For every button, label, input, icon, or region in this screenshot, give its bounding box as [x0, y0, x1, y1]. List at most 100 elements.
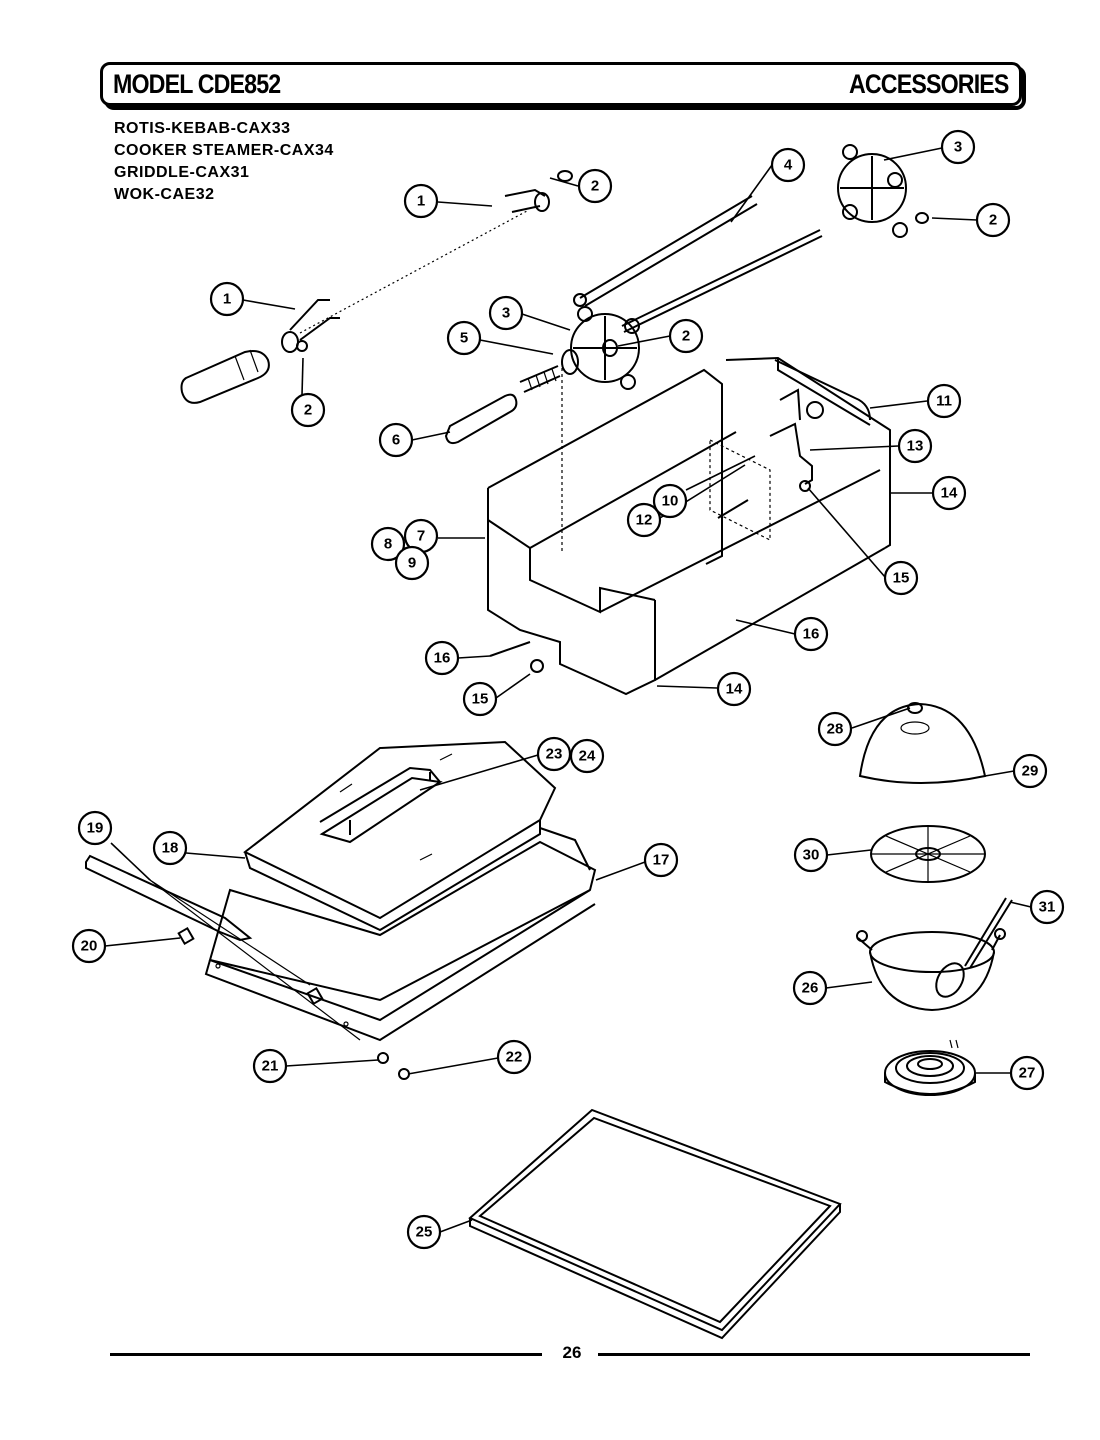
spit-fork-top [504, 170, 573, 213]
callout-13: 13 [897, 428, 933, 464]
callout-2d: 2 [668, 318, 704, 354]
svg-text:15: 15 [893, 570, 910, 587]
callout-22: 22 [496, 1039, 532, 1075]
wok-bowl [856, 928, 1006, 1012]
callout-1a: 1 [403, 183, 439, 219]
steamer-handle-19 [85, 854, 361, 1041]
callout-11: 11 [926, 383, 962, 419]
callout-14a: 14 [931, 475, 967, 511]
callout-1b: 1 [209, 281, 245, 317]
wok-lid [858, 702, 987, 784]
kebab-skewers [573, 195, 823, 333]
svg-text:27: 27 [1019, 1065, 1036, 1082]
svg-text:25: 25 [416, 1224, 433, 1241]
griddle-plate [468, 1108, 842, 1340]
product-griddle: GRIDDLE-CAX31 [114, 164, 250, 181]
callout-25: 25 [406, 1214, 442, 1250]
callout-23: 23 [536, 736, 572, 772]
callout-31: 31 [1029, 889, 1065, 925]
svg-text:12: 12 [636, 512, 653, 529]
svg-text:19: 19 [87, 820, 104, 837]
frame-bracket-13 [769, 388, 824, 492]
header-frame-shadow [104, 66, 1026, 110]
callout-5: 5 [446, 320, 482, 356]
callout-18: 18 [152, 830, 188, 866]
callout-12: 12 [626, 502, 662, 538]
callout-27: 27 [1009, 1055, 1045, 1091]
svg-text:14: 14 [726, 681, 743, 698]
svg-text:22: 22 [506, 1049, 523, 1066]
callout-10: 10 [652, 483, 688, 519]
svg-text:16: 16 [434, 650, 451, 667]
callout-2c: 2 [975, 202, 1011, 238]
callout-6: 6 [378, 422, 414, 458]
svg-text:11: 11 [936, 393, 952, 410]
callout-3b: 3 [488, 295, 524, 331]
section-title: ACCESSORIES [849, 69, 1009, 99]
wok-steam-rack [870, 825, 986, 883]
svg-text:4: 4 [784, 157, 793, 174]
svg-text:1: 1 [417, 193, 425, 210]
svg-text:23: 23 [546, 746, 563, 763]
skewer-wheel-right [837, 144, 929, 238]
frame-pin-16 [489, 641, 544, 673]
wok-spoon [935, 897, 1013, 998]
rotisserie-frame [487, 356, 891, 696]
callout-30: 30 [793, 837, 829, 873]
product-wok: WOK-CAE32 [114, 186, 215, 203]
svg-text:20: 20 [81, 938, 98, 955]
steamer-lid [243, 740, 557, 932]
svg-text:17: 17 [653, 852, 670, 869]
skewer-wheel-left [570, 306, 640, 390]
footer-rule-right [598, 1353, 1030, 1356]
handle-clip-20 [177, 926, 324, 1006]
callout-20: 20 [71, 928, 107, 964]
svg-text:7: 7 [417, 528, 425, 545]
wok-burner-ring [884, 1039, 976, 1096]
svg-text:2: 2 [989, 212, 997, 229]
footer-rule-left [110, 1353, 542, 1356]
callout-21: 21 [252, 1048, 288, 1084]
svg-text:6: 6 [392, 432, 400, 449]
callout-2a: 2 [577, 168, 613, 204]
callout-15b: 15 [462, 681, 498, 717]
svg-text:2: 2 [591, 178, 599, 195]
svg-text:29: 29 [1022, 763, 1039, 780]
callout-15a: 15 [883, 560, 919, 596]
model-title: MODEL CDE852 [113, 69, 281, 99]
header-frame: MODEL CDE852 ACCESSORIES [100, 62, 1022, 106]
callout-8: 8 [370, 526, 406, 562]
product-rotis-kebab: ROTIS-KEBAB-CAX33 [114, 120, 291, 137]
steamer-pan [204, 827, 597, 1042]
callout-2b: 2 [290, 392, 326, 428]
svg-text:3: 3 [954, 139, 962, 156]
svg-text:30: 30 [803, 847, 820, 864]
svg-text:15: 15 [472, 691, 489, 708]
callout-26: 26 [792, 970, 828, 1006]
svg-text:14: 14 [941, 485, 958, 502]
product-list: ROTIS-KEBAB-CAX33 COOKER STEAMER-CAX34 G… [114, 118, 334, 206]
svg-text:13: 13 [907, 438, 924, 455]
svg-text:26: 26 [802, 980, 819, 997]
svg-text:3: 3 [502, 305, 510, 322]
callout-17: 17 [643, 842, 679, 878]
svg-text:8: 8 [384, 536, 392, 553]
svg-text:1: 1 [223, 291, 231, 308]
product-cooker-steamer: COOKER STEAMER-CAX34 [114, 142, 334, 159]
callout-14b: 14 [716, 671, 752, 707]
callout-4: 4 [770, 147, 806, 183]
svg-text:24: 24 [579, 748, 596, 765]
rotisserie-motor-shaft [180, 331, 299, 404]
spit-handle [444, 393, 518, 445]
callout-3a: 3 [940, 129, 976, 165]
svg-text:9: 9 [408, 555, 416, 572]
svg-text:10: 10 [662, 493, 679, 510]
callout-24: 24 [569, 738, 605, 774]
svg-text:28: 28 [827, 721, 844, 738]
svg-text:16: 16 [803, 626, 820, 643]
svg-text:2: 2 [682, 328, 690, 345]
spit-fork-left [289, 299, 340, 352]
callout-19: 19 [77, 810, 113, 846]
callout-28: 28 [817, 711, 853, 747]
